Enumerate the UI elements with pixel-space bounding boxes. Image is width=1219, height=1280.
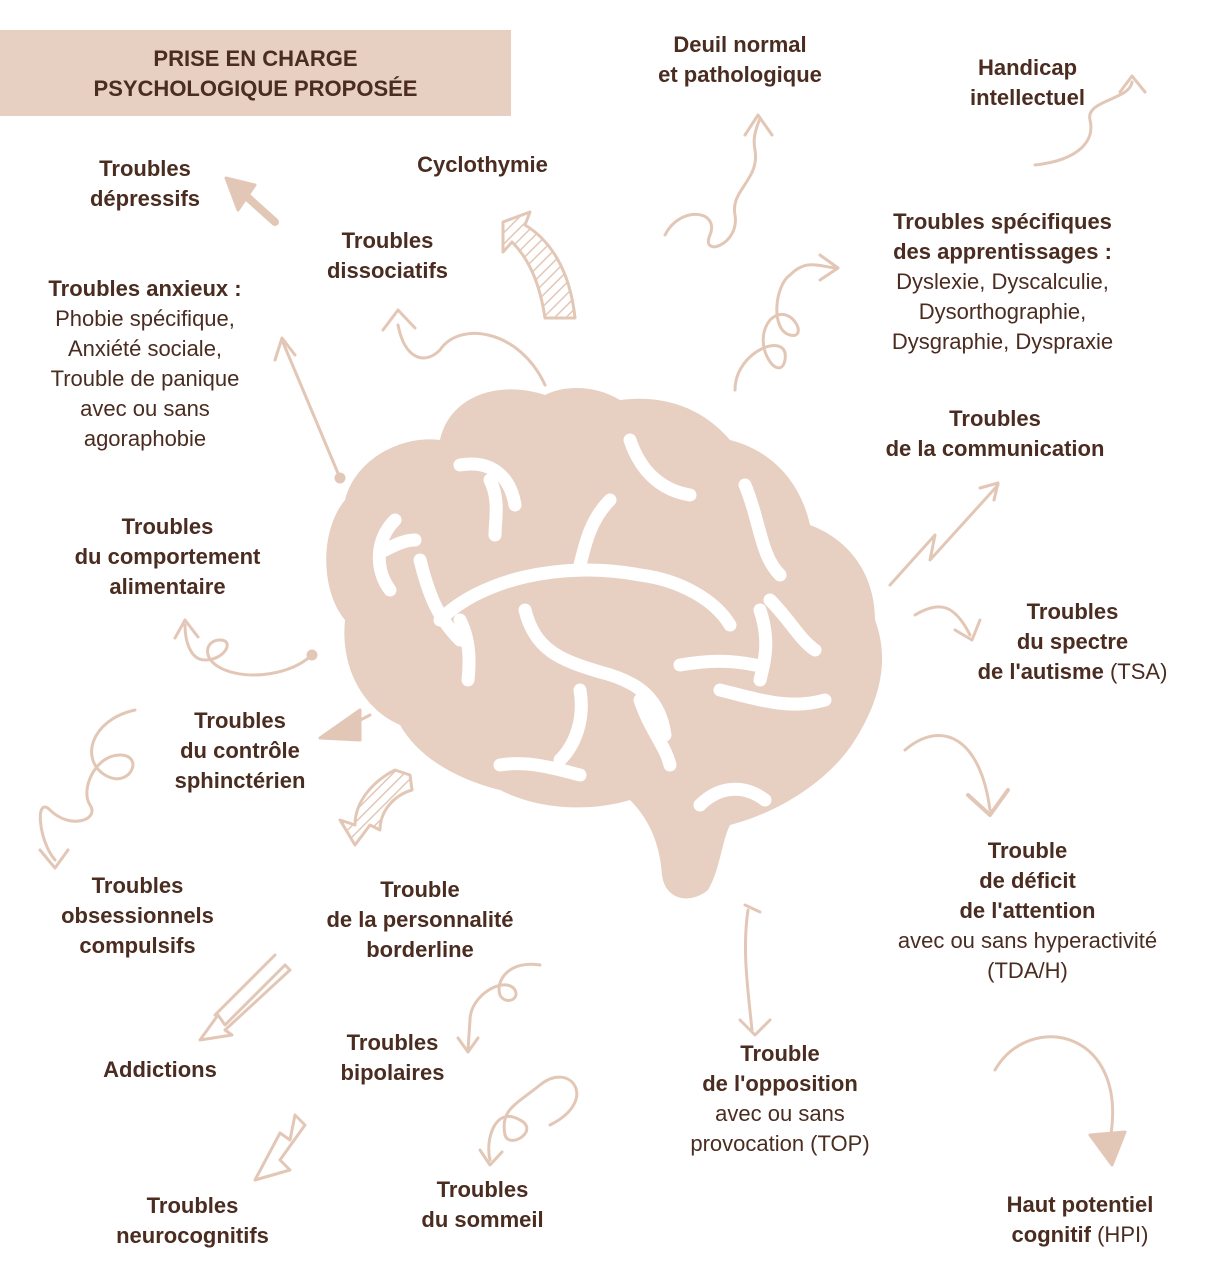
brain-icon bbox=[326, 388, 883, 899]
arrow-neurocognitifs bbox=[253, 1113, 307, 1182]
label-neurocognitifs: Troubles neurocognitifs bbox=[116, 1193, 269, 1248]
arrow-alimentaire bbox=[183, 623, 314, 677]
label-autisme: Troubles du spectre de l'autisme (TSA) bbox=[977, 599, 1168, 684]
arrow-hpi-head bbox=[1088, 1130, 1127, 1167]
arrow-borderline bbox=[338, 768, 414, 847]
label-toc: Troubles obsessionnels compulsifs bbox=[61, 873, 214, 958]
arrow-bipolaires-head bbox=[456, 1036, 480, 1054]
arrow-autisme-head bbox=[953, 618, 982, 642]
label-tdah: Trouble de déficit de l'attention avec o… bbox=[897, 838, 1158, 983]
arrow-toc-head bbox=[38, 848, 70, 870]
arrow-sommeil bbox=[487, 1075, 579, 1162]
label-dissociatifs: Troubles dissociatifs bbox=[326, 228, 449, 283]
label-borderline: Trouble de la personnalité borderline bbox=[326, 877, 514, 962]
label-cyclothymie: Cyclothymie bbox=[417, 152, 548, 177]
label-hpi: Haut potentiel cognitif (HPI) bbox=[1006, 1192, 1154, 1247]
label-bipolaires: Troubles bipolaires bbox=[340, 1030, 445, 1085]
label-opposition: Trouble de l'opposition avec ou sans pro… bbox=[690, 1041, 870, 1156]
arrow-depressifs-head bbox=[224, 176, 257, 212]
label-sphincterien: Troubles du contrôle sphinctérien bbox=[174, 708, 306, 793]
arrow-communication-head bbox=[978, 481, 1000, 502]
arrow-apprentissages-head bbox=[818, 253, 840, 282]
arrow-bipolaires bbox=[466, 962, 542, 1052]
label-apprentissages: Troubles spécifiques des apprentissages … bbox=[891, 209, 1114, 354]
label-alimentaire: Troubles du comportement alimentaire bbox=[74, 514, 261, 599]
arrow-hpi bbox=[993, 1035, 1114, 1142]
arrow-tdah bbox=[903, 734, 992, 812]
arrow-apprentissages bbox=[733, 263, 837, 392]
label-depressifs: Troubles dépressifs bbox=[89, 156, 201, 211]
arrow-deuil-head bbox=[743, 113, 774, 137]
arrow-sphincterien-head bbox=[318, 708, 362, 742]
label-handicap: Handicap intellectuel bbox=[970, 55, 1085, 110]
arrow-opposition-head bbox=[738, 1018, 772, 1037]
label-deuil: Deuil normal et pathologique bbox=[658, 32, 822, 87]
arrow-deuil bbox=[663, 116, 762, 249]
arrow-autisme bbox=[913, 605, 972, 637]
title-line-1: PRISE EN CHARGE bbox=[153, 46, 358, 71]
arrow-alimentaire-head bbox=[173, 618, 200, 640]
arrow-handicap-head bbox=[1118, 74, 1147, 94]
arrow-handicap bbox=[1033, 80, 1134, 167]
arrow-anxieux bbox=[280, 338, 342, 480]
title-line-2: PSYCHOLOGIQUE PROPOSÉE bbox=[93, 76, 418, 101]
title-box bbox=[0, 30, 511, 116]
label-anxieux: Troubles anxieux : Phobie spécifique, An… bbox=[48, 276, 242, 451]
label-addictions: Addictions bbox=[103, 1057, 217, 1082]
arrow-sommeil-head bbox=[478, 1148, 504, 1167]
arrow-addictions bbox=[198, 953, 292, 1042]
arrow-opposition bbox=[743, 908, 754, 1032]
arrow-dissociatifs-head bbox=[381, 308, 417, 332]
arrow-anxieux-head bbox=[273, 336, 297, 362]
arrow-communication bbox=[888, 483, 1000, 587]
arrow-dissociatifs bbox=[396, 323, 547, 387]
arrow-depressifs bbox=[241, 191, 279, 226]
arrow-tdah-head bbox=[966, 788, 1010, 817]
label-communication: Troubles de la communication bbox=[885, 406, 1105, 461]
arrow-toc bbox=[38, 708, 137, 862]
page-title: PRISE EN CHARGE PSYCHOLOGIQUE PROPOSÉE bbox=[0, 44, 511, 104]
label-sommeil: Troubles du sommeil bbox=[421, 1177, 544, 1232]
arrow-cyclothymie bbox=[501, 210, 577, 320]
